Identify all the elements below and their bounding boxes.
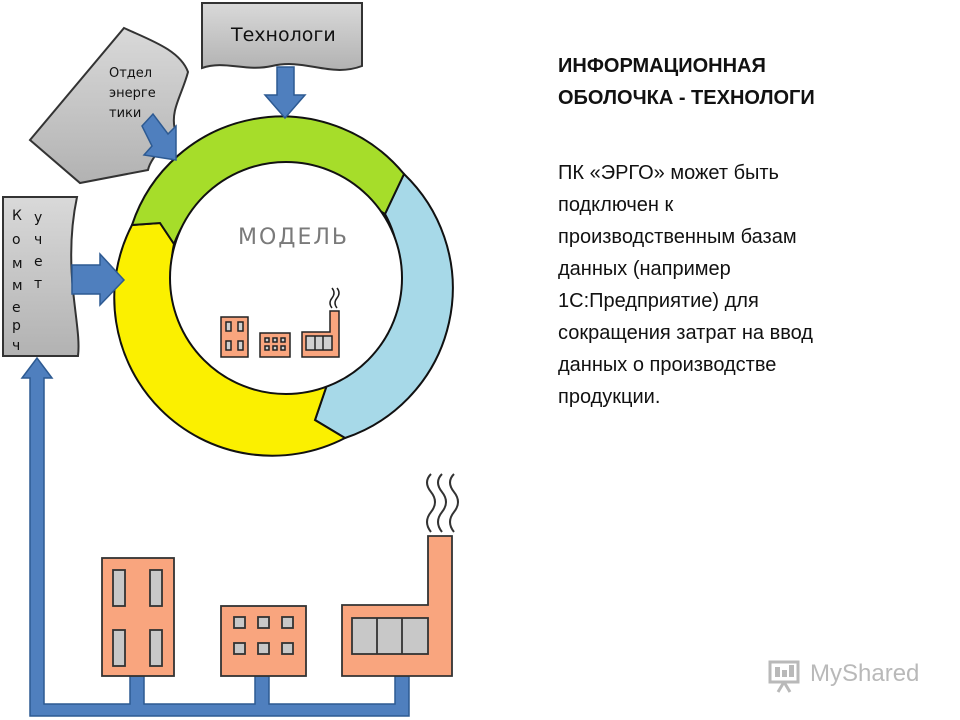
body-line: данных о производстве bbox=[558, 354, 777, 376]
slide-body-text: ПК «ЭРГО» может быть подключен к произво… bbox=[558, 157, 938, 413]
title-line: ИНФОРМАЦИОННАЯ bbox=[558, 55, 766, 77]
data-feed-pipe bbox=[20, 356, 410, 717]
commerce-letter: е bbox=[12, 300, 21, 316]
production-buildings bbox=[101, 535, 453, 677]
body-line: данных (например bbox=[558, 258, 731, 280]
model-factory-icons bbox=[220, 287, 340, 358]
commerce-letter: м bbox=[12, 256, 23, 272]
commerce-letter: е bbox=[34, 254, 43, 270]
commerce-letter: К bbox=[12, 208, 22, 224]
watermark-logo: MyShared bbox=[766, 656, 946, 696]
commerce-letter: у bbox=[34, 210, 42, 226]
body-line: производственным базам bbox=[558, 226, 797, 248]
commerce-letter: о bbox=[12, 232, 21, 248]
body-line: сокращения затрат на ввод bbox=[558, 322, 813, 344]
slide-title: ИНФОРМАЦИОННАЯ ОБОЛОЧКА - ТЕХНОЛОГИ bbox=[558, 50, 938, 114]
model-cycle-ring bbox=[113, 115, 454, 457]
commerce-letter: м bbox=[12, 278, 23, 294]
energy-label-line2: энерге bbox=[109, 86, 156, 101]
body-line: продукции. bbox=[558, 386, 661, 408]
commerce-letter: р bbox=[12, 318, 21, 334]
technologists-box bbox=[201, 2, 363, 71]
presentation-icon bbox=[768, 660, 800, 693]
factory-building bbox=[341, 535, 453, 677]
energy-label-line3: тики bbox=[109, 106, 141, 121]
model-label: МОДЕЛЬ bbox=[238, 225, 349, 250]
commerce-letter: ч bbox=[12, 338, 20, 354]
body-line: 1С:Предприятие) для bbox=[558, 290, 759, 312]
commerce-letter: ч bbox=[34, 232, 42, 248]
energy-department-box bbox=[28, 26, 190, 185]
commerce-letters-left: К о м м е р ч bbox=[12, 208, 23, 354]
energy-label-line1: Отдел bbox=[109, 66, 152, 81]
technologists-label: Технологи bbox=[230, 24, 336, 46]
body-line: ПК «ЭРГО» может быть bbox=[558, 162, 779, 184]
energy-arrow bbox=[141, 112, 177, 161]
commerce-arrow bbox=[71, 252, 126, 307]
title-line: ОБОЛОЧКА - ТЕХНОЛОГИ bbox=[558, 87, 815, 109]
smoke-lines bbox=[426, 473, 459, 533]
watermark-text: MyShared bbox=[810, 660, 920, 687]
commerce-letter: т bbox=[34, 276, 42, 292]
body-line: подключен к bbox=[558, 194, 674, 216]
technologists-arrow bbox=[263, 66, 307, 120]
commerce-letters-right: у ч е т bbox=[34, 210, 43, 292]
